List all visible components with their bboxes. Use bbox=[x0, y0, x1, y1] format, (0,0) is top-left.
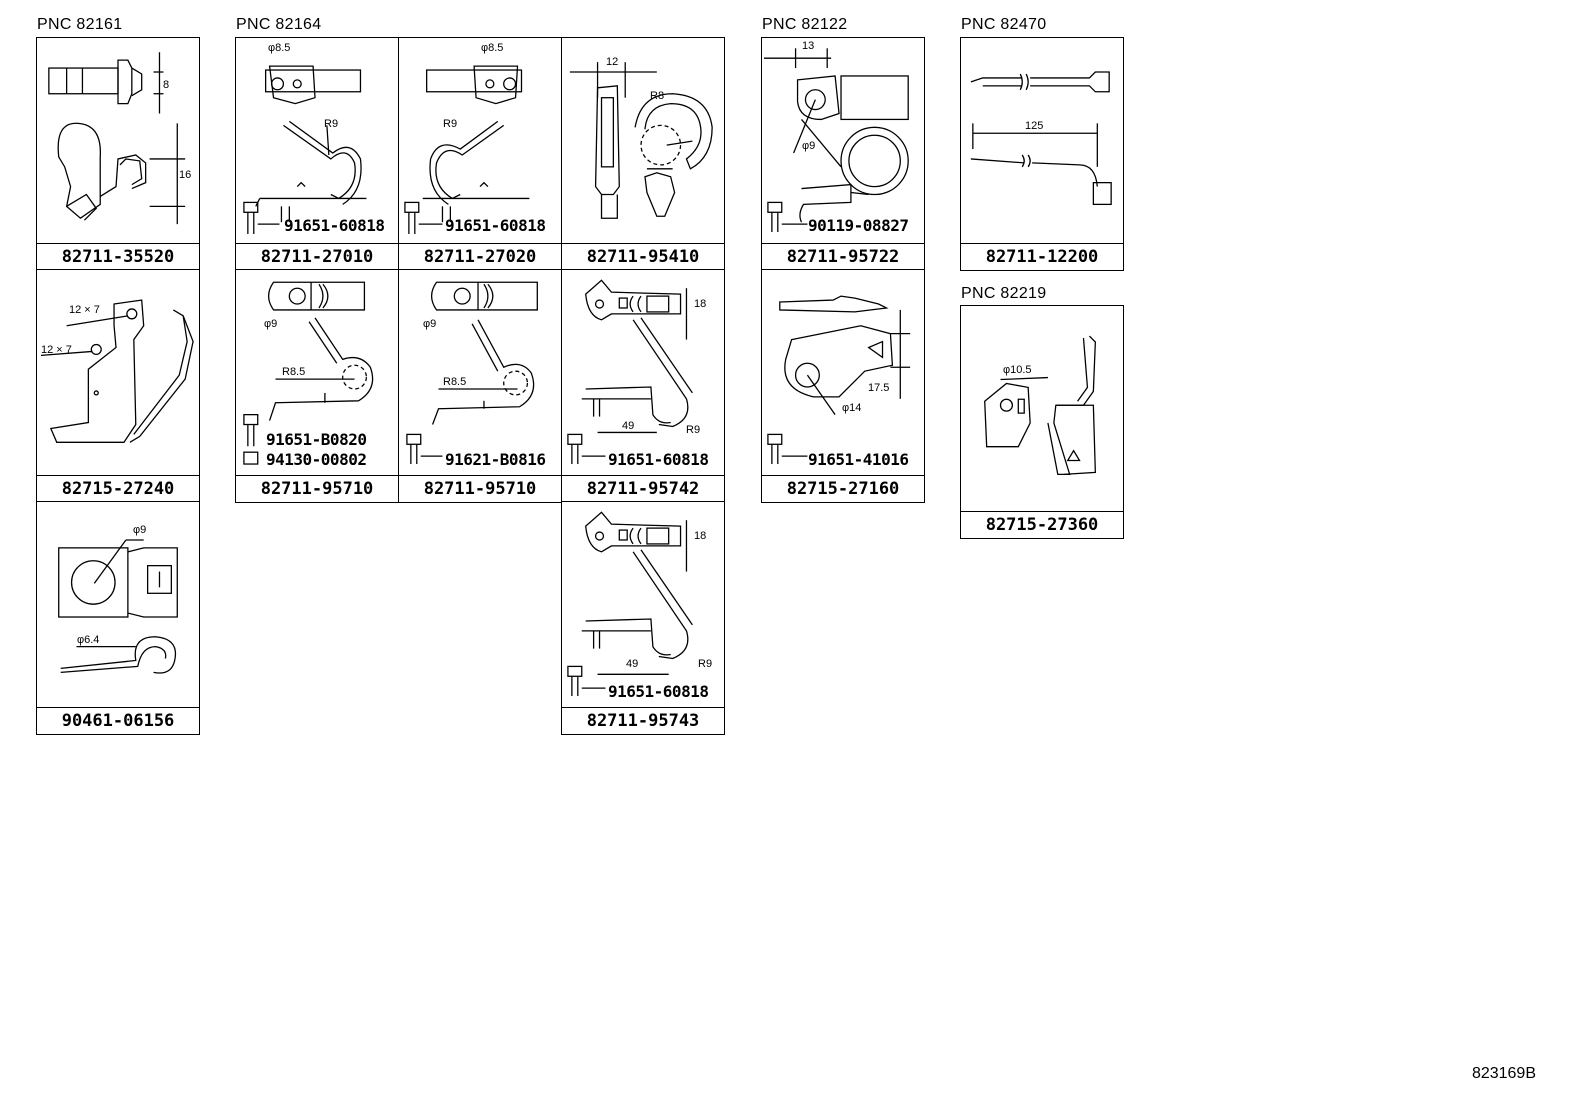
part-number[interactable]: 82711-95710 bbox=[236, 475, 398, 502]
dimension-label: R9 bbox=[324, 118, 339, 130]
dimension-label: 18 bbox=[694, 530, 707, 542]
bracket-drawing bbox=[984, 335, 1097, 475]
dimension-label: 125 bbox=[1025, 120, 1044, 132]
dimension-label: R9 bbox=[686, 424, 701, 436]
part-cell-82715-27240[interactable]: 12 × 7 12 × 7 82715-27240 bbox=[36, 269, 200, 503]
grommet-clip-drawing bbox=[48, 52, 186, 225]
dimension-label: R8 bbox=[650, 90, 665, 102]
part-cell-82711-95410[interactable]: 12 R8 82711-95410 bbox=[561, 37, 725, 271]
dimension-label: φ10.5 bbox=[1003, 364, 1032, 376]
bracket-drawing bbox=[767, 295, 911, 465]
dimension-label: R8.5 bbox=[282, 366, 306, 378]
part-cell-82711-35520[interactable]: 8 16 82711-35520 bbox=[36, 37, 200, 271]
dimension-label: φ9 bbox=[802, 140, 816, 152]
part-cell-90461-06156[interactable]: φ9 φ6.4 90461-06156 bbox=[36, 501, 200, 735]
bolt-part-number[interactable]: 91651-B0820 bbox=[266, 430, 367, 449]
bolt-part-number[interactable]: 91651-60818 bbox=[608, 450, 709, 469]
dimension-label: R8.5 bbox=[443, 376, 467, 388]
pnc-label-82122: PNC 82122 bbox=[762, 16, 848, 33]
part-number[interactable]: 82711-95410 bbox=[562, 243, 724, 270]
bolt-part-number[interactable]: 91651-41016 bbox=[808, 450, 909, 469]
bolt-part-number[interactable]: 91621-B0816 bbox=[445, 450, 546, 469]
part-number[interactable]: 82711-95710 bbox=[399, 475, 561, 502]
part-number[interactable]: 82711-95742 bbox=[562, 475, 724, 502]
clamp-drawing bbox=[58, 539, 178, 674]
clamp-bracket-drawing bbox=[567, 279, 693, 465]
clamp-drawing bbox=[763, 48, 909, 233]
dimension-label: 49 bbox=[622, 420, 635, 432]
part-number[interactable]: 82711-95722 bbox=[762, 243, 924, 270]
dimension-label: 12 bbox=[606, 56, 619, 68]
clamp-bracket-drawing bbox=[406, 281, 538, 465]
dimension-label: 16 bbox=[179, 169, 192, 181]
part-cell-82711-95722[interactable]: 13 φ9 90119-08827 82711-95722 bbox=[761, 37, 925, 271]
bolt-part-number[interactable]: 90119-08827 bbox=[808, 216, 909, 235]
dimension-label: φ9 bbox=[264, 318, 278, 330]
illustration-reference-code: 823169B bbox=[1471, 1065, 1536, 1082]
part-cell-82711-95710-a[interactable]: φ9 R8.5 91651-B0820 94130-00802 82711-95… bbox=[235, 269, 399, 503]
dimension-label: 12 × 7 bbox=[69, 304, 100, 316]
clamp-bracket-drawing bbox=[243, 281, 374, 465]
dimension-label: φ9 bbox=[133, 524, 147, 536]
clamp-bracket-drawing bbox=[243, 65, 367, 235]
part-number[interactable]: 82711-95743 bbox=[562, 707, 724, 734]
clamp-bracket-drawing bbox=[404, 65, 530, 235]
pnc-label-82161: PNC 82161 bbox=[37, 16, 123, 33]
pnc-label-82164: PNC 82164 bbox=[236, 16, 322, 33]
part-cell-82711-27010[interactable]: φ8.5 R9 91651-60818 82711-27010 bbox=[235, 37, 399, 271]
part-number[interactable]: 82715-27160 bbox=[762, 475, 924, 502]
bracket-drawing bbox=[40, 299, 194, 443]
dimension-label: 17.5 bbox=[868, 382, 890, 394]
part-cell-82711-27020[interactable]: φ8.5 R9 91651-60818 82711-27020 bbox=[398, 37, 562, 271]
dimension-label: φ8.5 bbox=[268, 42, 291, 54]
part-cell-82711-95710-b[interactable]: φ9 R8.5 91621-B0816 82711-95710 bbox=[398, 269, 562, 503]
part-number[interactable]: 82711-35520 bbox=[37, 243, 199, 270]
bolt-part-number[interactable]: 91651-60818 bbox=[284, 216, 385, 235]
bolt-part-number[interactable]: 91651-60818 bbox=[608, 682, 709, 701]
part-number[interactable]: 82711-27010 bbox=[236, 243, 398, 270]
pnc-label-82219: PNC 82219 bbox=[961, 285, 1047, 302]
pnc-label-82470: PNC 82470 bbox=[961, 16, 1047, 33]
dimension-label: 8 bbox=[163, 79, 170, 91]
bolt-part-number[interactable]: 91651-60818 bbox=[445, 216, 546, 235]
dimension-label: φ9 bbox=[423, 318, 437, 330]
part-cell-82715-27360[interactable]: φ10.5 82715-27360 bbox=[960, 305, 1124, 539]
dimension-label: φ14 bbox=[842, 402, 862, 414]
part-cell-82711-12200[interactable]: 125 82711-12200 bbox=[960, 37, 1124, 271]
dimension-label: φ8.5 bbox=[481, 42, 504, 54]
dimension-label: 49 bbox=[626, 658, 639, 670]
dimension-label: 18 bbox=[694, 298, 707, 310]
part-number[interactable]: 82711-27020 bbox=[399, 243, 561, 270]
clip-holder-drawing bbox=[569, 62, 713, 219]
dimension-label: R9 bbox=[443, 118, 458, 130]
part-number[interactable]: 82711-12200 bbox=[961, 243, 1123, 270]
cable-tie-drawing bbox=[970, 71, 1112, 206]
dimension-label: R9 bbox=[698, 658, 713, 670]
dimension-label: 12 × 7 bbox=[41, 344, 72, 356]
part-number[interactable]: 82715-27240 bbox=[37, 475, 199, 502]
dimension-label: φ6.4 bbox=[77, 634, 100, 646]
part-cell-82715-27160[interactable]: 17.5 φ14 91651-41016 82715-27160 bbox=[761, 269, 925, 503]
part-cell-82711-95742[interactable]: 18 49 R9 91651-60818 82711-95742 bbox=[561, 269, 725, 503]
part-number[interactable]: 90461-06156 bbox=[37, 707, 199, 734]
dimension-label: 13 bbox=[802, 40, 815, 52]
part-cell-82711-95743[interactable]: 18 49 R9 91651-60818 82711-95743 bbox=[561, 501, 725, 735]
part-number[interactable]: 82715-27360 bbox=[961, 511, 1123, 538]
nut-part-number[interactable]: 94130-00802 bbox=[266, 450, 367, 469]
clamp-bracket-drawing bbox=[567, 511, 693, 697]
